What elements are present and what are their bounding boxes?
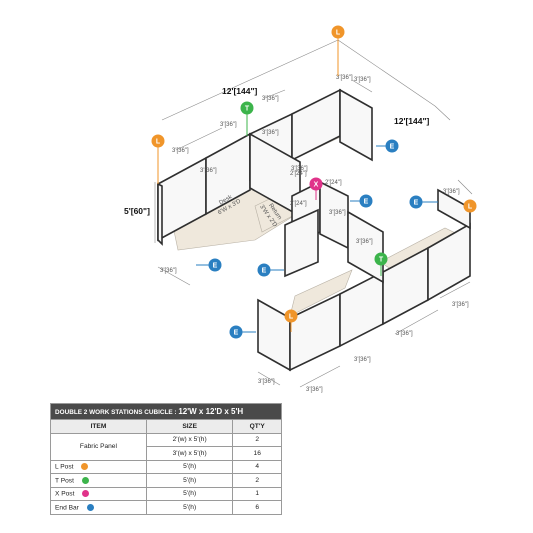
- row-item-label: End Bar: [55, 503, 79, 511]
- table-dims: 12'W x 12'D x 5'H: [178, 407, 244, 416]
- end-bar-marker-right: E: [409, 195, 438, 209]
- end-bar-marker-mid: E: [257, 263, 284, 277]
- dim-mid-c: 3'[36"]: [356, 239, 373, 245]
- t-post-marker-bottom: T: [374, 252, 388, 276]
- row-size: 2'(w) x 5'(h): [145, 432, 234, 447]
- dim-2ft-c: 2'[24"]: [290, 171, 307, 177]
- dim-left-base: 3'[36"]: [160, 268, 177, 274]
- row-qty: 6: [232, 500, 282, 515]
- dimension-lines: [154, 39, 473, 388]
- fabric-panels: [157, 88, 471, 372]
- end-bar-marker-center: E: [350, 194, 373, 208]
- header-size: SIZE: [145, 419, 234, 434]
- header-item: ITEM: [50, 419, 147, 434]
- dim-right-b: 3'[36"]: [452, 302, 469, 308]
- t-post-marker-top-text: T: [245, 106, 250, 113]
- row-size: 5'(h): [145, 486, 234, 501]
- end-bar-marker-left: E: [196, 258, 222, 272]
- end-bar-marker-top-right: E: [376, 139, 399, 153]
- dim-left-a: 3'[36"]: [172, 148, 189, 154]
- x-post-marker: X: [309, 177, 323, 200]
- table-row: Fabric Panel 2'(w) x 5'(h) 2: [50, 432, 282, 461]
- parts-table: DOUBLE 2 WORK STATIONS CUBICLE : 12'W x …: [50, 403, 282, 515]
- l-post-marker-bottom-text: L: [289, 314, 294, 321]
- row-qty: 2: [232, 432, 282, 447]
- dim-mid-a: 3'[36"]: [291, 166, 308, 172]
- end-bar-marker-top-right-text: E: [390, 144, 395, 151]
- dim-top-e: 3'[36"]: [262, 130, 279, 136]
- l-post-marker-top-text: L: [336, 30, 341, 37]
- l-post-marker-right: L: [463, 199, 477, 213]
- row-item: End Bar: [50, 500, 147, 515]
- row-size: 3'(w) x 5'(h): [145, 446, 234, 461]
- row-qty: 2: [232, 473, 282, 488]
- x-post-dot-icon: [82, 490, 90, 498]
- l-post-marker-left-text: L: [156, 139, 161, 146]
- dim-right-a: 3'[36"]: [443, 189, 460, 195]
- dim-top-c: 3'[36"]: [262, 96, 279, 102]
- t-post-dot-icon: [81, 476, 89, 484]
- dim-bottom-c: 3'[36"]: [306, 387, 323, 393]
- end-bar-marker-left-text: E: [213, 263, 218, 270]
- table-row: X Post 5'(h) 1: [50, 486, 282, 501]
- l-post-marker-bottom: L: [284, 309, 298, 332]
- l-post-dot-icon: [81, 463, 89, 471]
- table-row: 3'(w) x 5'(h) 16: [51, 446, 282, 461]
- dim-top-a: 3'[36"]: [336, 75, 353, 81]
- row-item: X Post: [50, 486, 147, 501]
- row-item-label: X Post: [55, 490, 75, 498]
- end-bar-marker-right-text: E: [414, 200, 419, 207]
- l-post-marker-left: L: [151, 134, 165, 184]
- end-bar-marker-bottom-left-text: E: [234, 330, 239, 337]
- dim-right-c: 3'[36"]: [396, 331, 413, 337]
- table-row: L Post 5'(h) 4: [50, 459, 282, 474]
- dim-mid-b: 3'[36"]: [329, 210, 346, 216]
- end-bar-marker-bottom-left: E: [229, 325, 256, 339]
- end-bar-dot-icon: [86, 503, 94, 511]
- row-qty: 1: [232, 486, 282, 501]
- fabric-panel-label: Fabric Panel: [50, 432, 147, 461]
- t-post-marker-top: T: [240, 101, 254, 136]
- x-post-marker-text: X: [314, 182, 319, 189]
- t-post-marker-bottom-text: T: [379, 257, 384, 264]
- overall-width-label: 12'[144"]: [222, 86, 258, 96]
- header-qty: QT'Y: [232, 419, 282, 434]
- row-item-label: L Post: [55, 463, 74, 471]
- table-title: DOUBLE 2 WORK STATIONS CUBICLE :: [55, 409, 177, 416]
- end-bar-marker-center-text: E: [364, 199, 369, 206]
- row-size: 5'(h): [145, 500, 234, 515]
- overall-depth-label: 12'[144"]: [394, 116, 430, 126]
- desk-lower: [289, 269, 353, 317]
- l-post-marker-right-text: L: [468, 204, 473, 211]
- dim-top-d: 3'[36"]: [220, 122, 237, 128]
- height-label: 5'[60"]: [124, 206, 150, 216]
- row-qty: 16: [232, 446, 282, 461]
- table-title-cell: DOUBLE 2 WORK STATIONS CUBICLE : 12'W x …: [50, 403, 282, 420]
- dim-left-b: 3'[36"]: [200, 168, 217, 174]
- cubicle-isometric-diagram: Desk 6'W x 3'D Return 3'W x 2'D 12'[144"…: [124, 25, 477, 393]
- dim-top-b: 3'[36"]: [354, 77, 371, 83]
- table-row: End Bar 5'(h) 6: [50, 500, 282, 515]
- row-qty: 4: [232, 459, 282, 474]
- dim-2ft-b: 2'[24"]: [290, 201, 307, 207]
- row-size: 5'(h): [145, 459, 234, 474]
- table-row: T Post 5'(h) 2: [50, 473, 282, 488]
- row-item: L Post: [50, 459, 147, 474]
- end-bar-marker-mid-text: E: [262, 268, 267, 275]
- row-item-label: T Post: [55, 476, 74, 484]
- dim-bottom-b: 3'[36"]: [258, 379, 275, 385]
- dim-2ft-a: 2'[24"]: [325, 180, 342, 186]
- row-size: 5'(h): [145, 473, 234, 488]
- l-post-marker-top: L: [331, 25, 345, 76]
- dim-bottom-a: 3'[36"]: [354, 357, 371, 363]
- row-item: T Post: [50, 473, 147, 488]
